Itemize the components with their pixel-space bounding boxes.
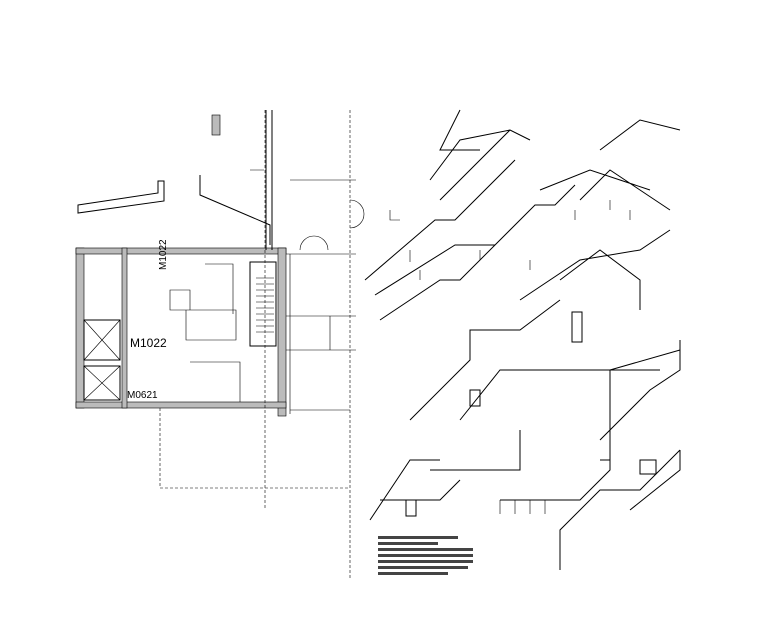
floor-plan (75, 110, 365, 580)
isometric-pipe-diagram (364, 109, 681, 570)
door-label: M1022 (158, 239, 169, 270)
door-label: M1022 (130, 336, 167, 350)
door-label: M0621 (127, 390, 158, 401)
drawing-notes (378, 536, 488, 578)
